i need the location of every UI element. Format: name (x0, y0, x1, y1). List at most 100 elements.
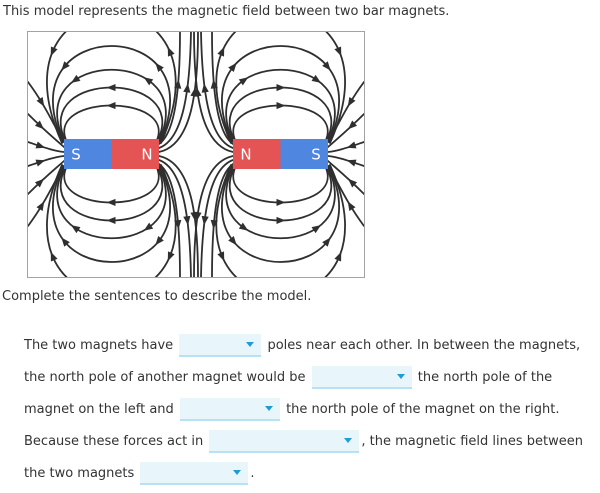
dropdown-3[interactable] (179, 398, 280, 421)
sentence-text: the two magnets (24, 466, 135, 481)
left-magnet-north-pole (111, 139, 159, 169)
sentence-text: the north pole of another magnet would b… (24, 370, 306, 385)
field-line-arrow (194, 211, 202, 222)
field-line (221, 45, 340, 143)
sentence-text: The two magnets have (24, 338, 174, 353)
field-line-arrow (36, 201, 45, 211)
field-line-arrow (35, 141, 46, 149)
sentence-line-2: the north pole of another magnet would b… (24, 362, 600, 394)
field-line-arrow (346, 141, 357, 149)
field-line-arrow (71, 74, 81, 83)
field-line-arrow (143, 222, 154, 231)
left-magnet-south-pole (64, 139, 112, 169)
field-line (225, 166, 336, 240)
field-line (46, 32, 177, 144)
field-line-arrow (155, 62, 164, 73)
right-magnet-south-pole (280, 139, 328, 169)
field-line-arrow (276, 216, 286, 225)
right-magnet-north-label: N (240, 146, 251, 164)
field-line-arrow (346, 159, 357, 167)
field-line-arrow (334, 251, 342, 262)
field-line-arrow (106, 216, 116, 225)
field-line-arrow (183, 215, 191, 226)
dropdown-arrow-icon (396, 374, 405, 379)
field-line-arrow (228, 62, 237, 73)
dropdown-arrow-icon (344, 438, 353, 443)
field-line (327, 165, 364, 227)
field-line-arrow (201, 215, 209, 226)
field-line (327, 113, 364, 148)
field-line-arrow (347, 201, 356, 211)
left-magnet-south-label: S (71, 146, 81, 164)
field-line-arrow (276, 83, 286, 92)
sentence-text: . (250, 466, 255, 481)
cloze-sentences: The two magnets have poles near each oth… (24, 330, 600, 490)
field-line-arrow (322, 61, 331, 71)
left-magnet-north-label: N (141, 146, 152, 164)
dropdown-arrow-icon (264, 406, 273, 411)
field-line-arrow (201, 83, 209, 93)
right-magnet-north-pole (233, 139, 281, 169)
instruction-text: Complete the sentences to describe the m… (2, 289, 312, 304)
field-line-arrow (35, 159, 46, 167)
field-line-arrow (348, 120, 358, 130)
field-line-arrow (210, 219, 218, 230)
field-line-arrow (106, 198, 116, 207)
sentence-line-4: Because these forces act in , the magnet… (24, 426, 600, 458)
field-line-arrow (106, 83, 116, 92)
field-line-arrow (194, 87, 202, 97)
field-line (56, 166, 167, 240)
field-line (158, 155, 199, 277)
field-line-arrow (167, 251, 175, 262)
field-line-arrow (276, 101, 286, 110)
sentence-line-1: The two magnets have poles near each oth… (24, 330, 600, 362)
field-line-arrow (347, 97, 356, 107)
field-line-arrow (61, 61, 70, 71)
field-line (158, 159, 192, 277)
field-line (193, 32, 234, 153)
field-line (327, 155, 364, 167)
dropdown-5[interactable] (140, 462, 249, 485)
sentence-text: Because these forces act in (24, 434, 204, 449)
field-line-arrow (217, 46, 225, 57)
field-line (215, 32, 346, 144)
field-line (63, 167, 160, 204)
sentence-line-3: magnet on the left and the north pole of… (24, 394, 600, 426)
field-line (56, 68, 167, 142)
field-line-arrow (61, 237, 70, 247)
field-line (52, 165, 171, 263)
field-line-arrow (34, 178, 44, 188)
dropdown-4[interactable] (209, 430, 360, 453)
field-line (232, 167, 329, 204)
field-line (28, 155, 65, 167)
right-magnet-south-label: S (311, 146, 321, 164)
field-line-arrow (311, 225, 321, 234)
field-line-arrow (311, 74, 321, 83)
field-line-arrow (174, 79, 182, 89)
field-line-arrow (143, 77, 154, 86)
field-line-arrow (167, 46, 175, 57)
dropdown-arrow-icon (246, 342, 255, 347)
dropdown-1[interactable] (179, 334, 262, 357)
field-line (28, 113, 65, 148)
field-line-arrow (71, 225, 81, 234)
sentence-text: the north pole of the magnet on the righ… (286, 402, 560, 417)
field-line (327, 160, 364, 195)
field-line (211, 32, 234, 145)
left-magnet: S N (64, 139, 159, 169)
field-line (215, 164, 346, 277)
field-line (327, 141, 364, 153)
dropdown-2[interactable] (311, 366, 412, 389)
field-line (232, 104, 329, 141)
field-line-arrow (238, 77, 249, 86)
sentence-line-5: the two magnets . (24, 458, 600, 490)
sentence-text: poles near each other. In between the ma… (267, 338, 581, 353)
field-line (158, 32, 192, 149)
field-line (46, 164, 177, 277)
field-line (225, 68, 336, 142)
field-line-arrow (210, 79, 218, 89)
field-line-arrow (238, 222, 249, 231)
field-line-arrow (183, 83, 191, 93)
field-line (200, 32, 234, 149)
magnetic-field-diagram: S N N S (27, 31, 365, 278)
